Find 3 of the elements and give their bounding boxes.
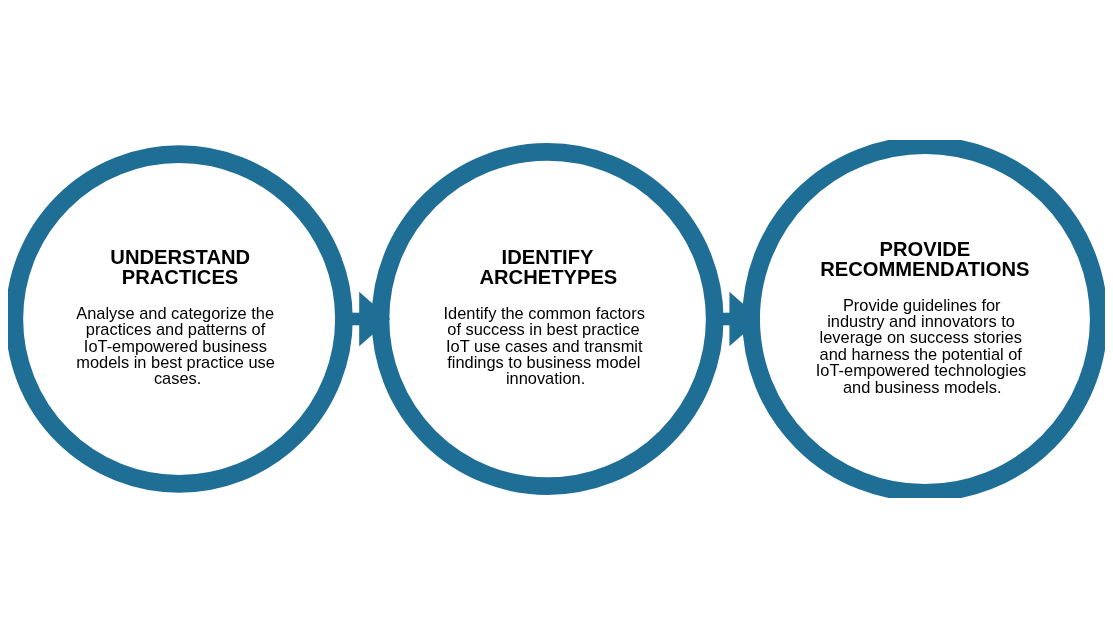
node-circle: UNDERSTAND PRACTICES Analyse and categorize the practices and patterns of IoT-empowered business models in best practice use cases. [8, 145, 353, 493]
node-circle: IDENTIFY ARCHETYPES Identify the common factors of success in best practice IoT use cases and transmit findings to business model innovation. [371, 143, 724, 495]
node-circle: PROVIDE RECOMMENDATIONS Provide guidelines for industry and innovators to leverage on success stories and harness the potential of IoT-empowered technologies and business models. [742, 140, 1105, 498]
